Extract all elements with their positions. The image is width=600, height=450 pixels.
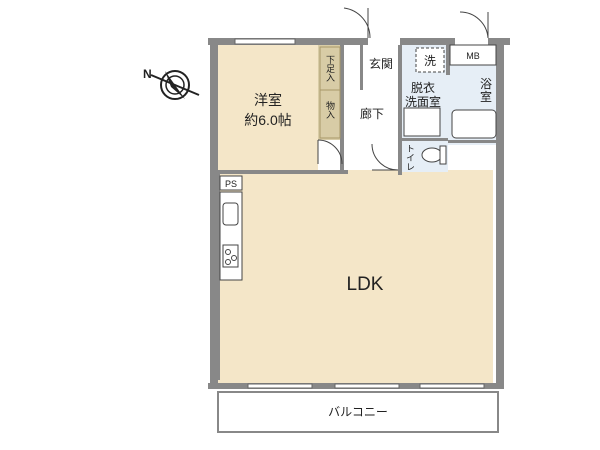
- bathroom-label-2: 室: [480, 89, 492, 104]
- western-room-size: 約6.0帖: [244, 112, 291, 128]
- pipe-space-box: [219, 175, 243, 191]
- doors: [317, 7, 489, 171]
- ldk-floor: [238, 170, 493, 385]
- windows: [234, 38, 485, 389]
- storage-shelf: [319, 46, 341, 139]
- western-room-floor: [218, 45, 318, 170]
- toilet-tank: [439, 145, 447, 165]
- entrance-label: 玄関: [369, 56, 393, 71]
- kitchen-counter: [219, 191, 243, 281]
- pipe-space-label: PS: [225, 179, 237, 189]
- entrance-floor: [362, 45, 400, 90]
- dressing-room-label-1: 脱衣: [411, 80, 435, 95]
- toilet-bowl: [421, 147, 443, 163]
- bathroom-label-1: 浴: [480, 77, 492, 91]
- compass-icon: [150, 70, 200, 100]
- dressing-room-label-2: 洗面室: [405, 94, 441, 109]
- toilet-label: トイレ: [405, 144, 415, 171]
- hallway-label: 廊下: [360, 106, 384, 121]
- meter-box: [449, 44, 497, 66]
- western-room-name: 洋室: [254, 92, 282, 108]
- storage-label: 物入: [325, 100, 335, 119]
- washing-machine-space: [415, 47, 445, 73]
- compass-north-label: N: [143, 67, 152, 81]
- washbasin: [403, 107, 441, 137]
- storage-floor: [318, 45, 342, 140]
- ldk-label: LDK: [347, 274, 384, 295]
- shoe-closet-label: 下足入: [325, 55, 335, 82]
- balcony-label: バルコニー: [328, 405, 388, 419]
- balcony-area: [217, 391, 499, 433]
- hallway-floor: [342, 90, 400, 170]
- meter-box-label: MB: [466, 51, 480, 61]
- washing-machine-label: 洗: [424, 54, 436, 68]
- bathtub: [451, 109, 497, 139]
